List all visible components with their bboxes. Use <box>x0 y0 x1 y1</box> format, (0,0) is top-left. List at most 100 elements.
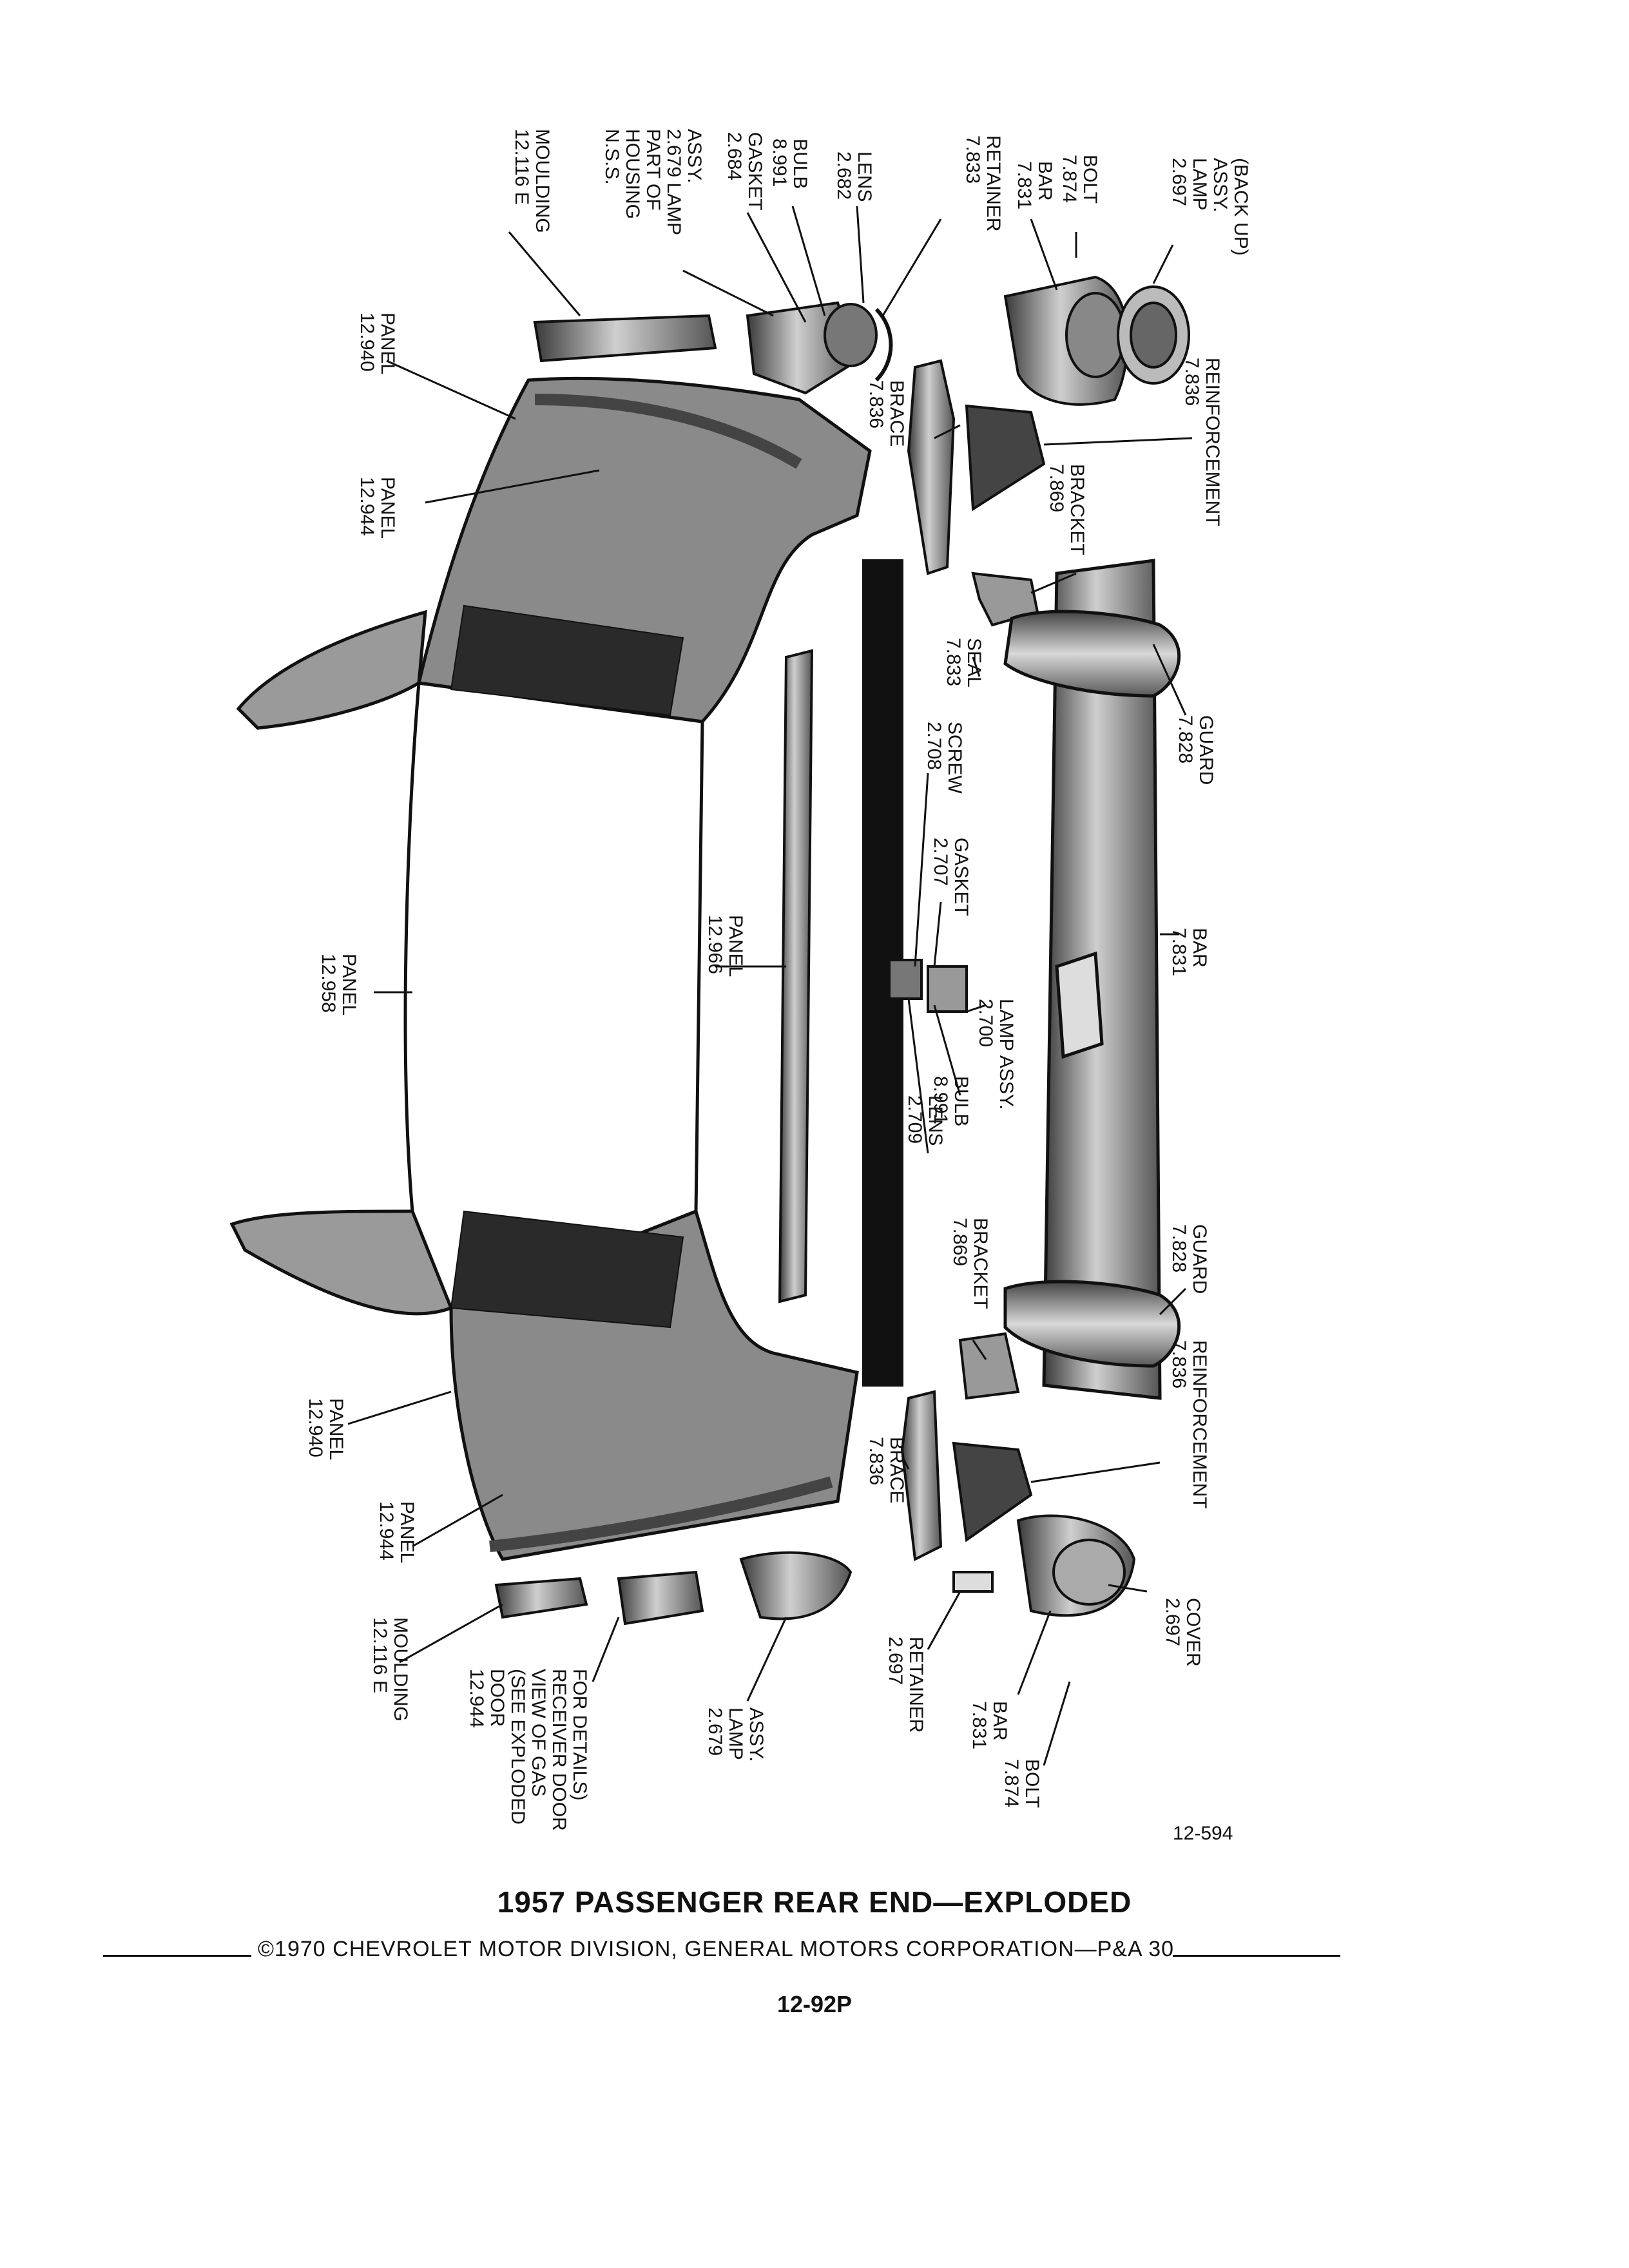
callout-line: LAMP <box>725 1707 746 1760</box>
callout-line: RETAINER <box>905 1637 927 1733</box>
callout-line: 7.828 <box>1168 1224 1190 1273</box>
callout-line: ASSY. <box>1210 158 1231 213</box>
callout-line: 7.831 <box>1168 928 1190 976</box>
callout-line: 2.682 <box>833 151 854 200</box>
callout-line: 12.940 <box>305 1398 326 1457</box>
callout-line: RETAINER <box>983 135 1004 231</box>
callout-line: VIEW OF GAS <box>528 1669 549 1796</box>
callout-line: BULB <box>789 139 811 189</box>
callout-line: BOLT <box>1079 155 1101 204</box>
callout-line: 2.697 <box>1162 1598 1183 1646</box>
callout-line: BULB <box>950 1076 972 1126</box>
figure-number: 12-594 <box>1173 1823 1233 1844</box>
callout-line: GUARD <box>1189 1224 1210 1294</box>
callout-line: FOR DETAILS) <box>569 1669 590 1800</box>
callout-line: LENS <box>854 151 875 202</box>
license-lamp <box>888 959 968 1013</box>
callout-line: 2.709 <box>904 1095 925 1144</box>
callout-line: PANEL <box>338 954 360 1015</box>
leader-lines <box>347 206 1193 1766</box>
rule-left <box>103 1955 251 1957</box>
callout-line: COVER <box>1182 1598 1204 1667</box>
callout-line: GASKET <box>950 838 972 916</box>
callout-line: LAMP <box>1189 158 1210 211</box>
copyright-row: ©1970 CHEVROLET MOTOR DIVISION, GENERAL … <box>103 1933 1340 1972</box>
callout-line: 7.836 <box>865 380 887 428</box>
callout-line: N.S.S. <box>601 129 622 185</box>
callout-line: 12.944 <box>376 1501 397 1561</box>
callout-line: 7.869 <box>949 1218 970 1266</box>
callout-line: MOULDING <box>390 1617 411 1722</box>
callout-line: LAMP ASSY. <box>996 999 1017 1110</box>
callout-line: 12.966 <box>704 915 726 974</box>
callout-line: 2.679 LAMP <box>663 129 684 235</box>
callout-line: 2.707 <box>930 838 951 886</box>
diagram-title: 1957 PASSENGER REAR END—EXPLODED <box>497 1885 1132 1919</box>
callout-line: 2.697 <box>885 1637 906 1685</box>
callout-line: 7.836 <box>865 1437 887 1485</box>
callout-line: BAR <box>989 1701 1010 1741</box>
callout-line: BAR <box>1034 161 1055 201</box>
callout-line: 12.116 E <box>369 1617 390 1693</box>
callout-line: RECEIVER DOOR <box>548 1669 570 1831</box>
callout-line: 8.991 <box>930 1076 951 1124</box>
callout-line: DOOR <box>487 1669 508 1727</box>
callout-line: 7.833 <box>962 135 983 184</box>
callout-line: 7.836 <box>1181 358 1202 406</box>
page-number: 12-92P <box>776 1991 853 2017</box>
callout-line: LENS <box>925 1095 946 1146</box>
callout-line: BRACE <box>886 1437 907 1503</box>
rear-bumper-assembly <box>1003 559 1181 1400</box>
braces-and-reinforcements <box>900 359 1046 1562</box>
callout-line: BRACKET <box>970 1218 991 1309</box>
callout-line: (SEE EXPLODED <box>507 1669 528 1825</box>
callout-line: 7.831 <box>1014 161 1035 209</box>
callout-line: 2.700 <box>975 999 996 1047</box>
callout-line: 7.828 <box>1175 715 1196 764</box>
callout-line: 7.874 <box>1001 1759 1022 1807</box>
callout-line: BRACKET <box>1066 464 1088 555</box>
callout-line: 12.944 <box>356 477 378 536</box>
callout-line: ASSY. <box>684 129 705 184</box>
callout-line: 7.836 <box>1168 1340 1190 1389</box>
callout-line: (BACK UP) <box>1230 158 1251 256</box>
callout-line: PANEL <box>377 312 398 374</box>
callout-line: SCREW <box>944 722 965 794</box>
callout-line: 2.697 <box>1168 158 1190 206</box>
callout-line: BAR <box>1189 928 1210 968</box>
callout-line: 2.684 <box>724 132 745 180</box>
callout-line: 12.944 <box>466 1669 487 1728</box>
callout-line: PART OF <box>642 129 664 211</box>
callout-line: ASSY. <box>746 1707 767 1762</box>
upper-tail-lamp-parts <box>533 275 1190 406</box>
callout-line: 12.958 <box>318 954 339 1013</box>
